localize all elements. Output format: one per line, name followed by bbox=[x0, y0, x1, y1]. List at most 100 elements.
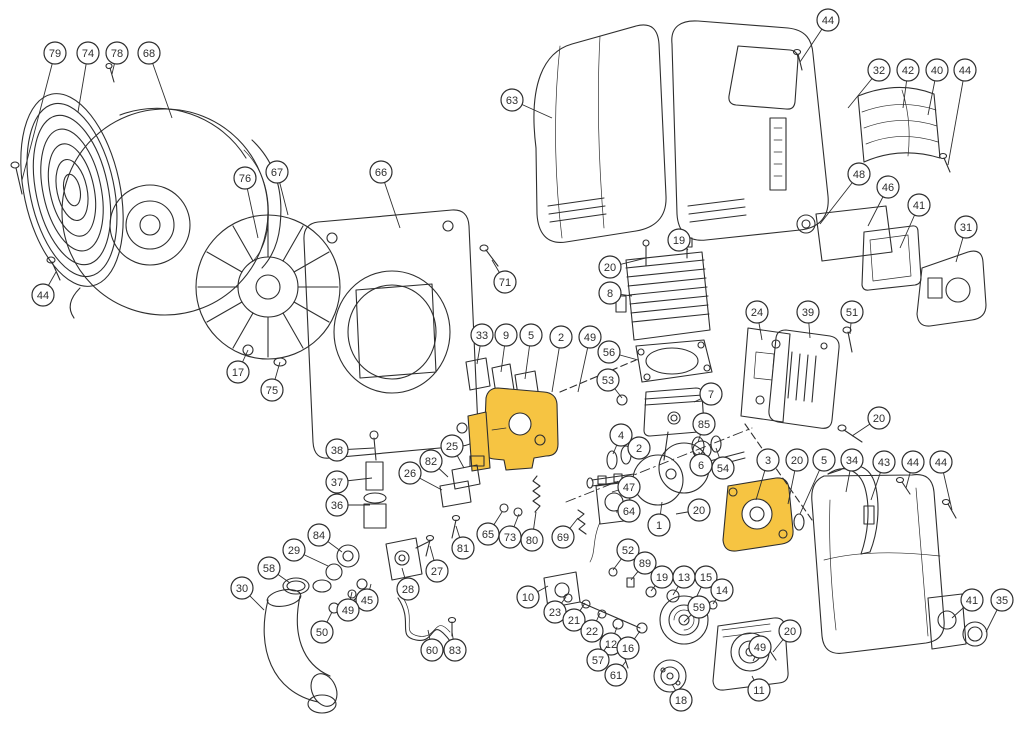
callout-7: 7 bbox=[693, 382, 723, 406]
svg-text:29: 29 bbox=[288, 545, 300, 557]
callout-74: 74 bbox=[76, 41, 100, 113]
fuel-tank bbox=[811, 474, 945, 654]
callout-63: 63 bbox=[500, 88, 553, 119]
svg-text:44: 44 bbox=[822, 15, 834, 27]
svg-text:26: 26 bbox=[404, 468, 416, 480]
callout-45: 45 bbox=[355, 583, 379, 612]
svg-text:81: 81 bbox=[457, 543, 469, 555]
svg-text:15: 15 bbox=[700, 572, 712, 584]
grille-screw bbox=[10, 161, 23, 195]
svg-text:28: 28 bbox=[402, 584, 414, 596]
callout-85: 85 bbox=[692, 412, 716, 443]
callout-1: 1 bbox=[647, 501, 671, 537]
callout-68: 68 bbox=[137, 41, 173, 119]
svg-text:73: 73 bbox=[504, 532, 516, 544]
svg-text:37: 37 bbox=[331, 477, 343, 489]
callout-27: 27 bbox=[425, 545, 449, 583]
svg-text:67: 67 bbox=[271, 167, 283, 179]
svg-text:75: 75 bbox=[266, 385, 278, 397]
callout-32: 32 bbox=[847, 58, 891, 109]
svg-text:80: 80 bbox=[526, 535, 538, 547]
airbox-parts bbox=[425, 455, 485, 557]
callout-11: 11 bbox=[747, 675, 771, 702]
svg-text:22: 22 bbox=[586, 626, 598, 638]
callout-19: 19 bbox=[650, 565, 674, 592]
svg-text:64: 64 bbox=[623, 506, 635, 518]
svg-text:83: 83 bbox=[449, 645, 461, 657]
callout-56: 56 bbox=[597, 340, 639, 364]
svg-text:63: 63 bbox=[506, 95, 518, 107]
svg-text:7: 7 bbox=[708, 389, 714, 401]
svg-text:4: 4 bbox=[618, 430, 624, 442]
svg-text:71: 71 bbox=[499, 277, 511, 289]
callout-20: 20 bbox=[675, 498, 711, 522]
svg-text:44: 44 bbox=[37, 290, 49, 302]
callout-57: 57 bbox=[586, 645, 610, 672]
svg-text:5: 5 bbox=[821, 455, 827, 467]
callout-67: 67 bbox=[265, 160, 289, 216]
callout-30: 30 bbox=[230, 576, 265, 611]
callout-33: 33 bbox=[470, 323, 494, 365]
callout-25: 25 bbox=[440, 434, 465, 469]
flywheel-fan bbox=[195, 214, 341, 360]
callout-61: 61 bbox=[604, 660, 628, 687]
callout-24: 24 bbox=[745, 300, 769, 341]
callout-42: 42 bbox=[896, 58, 920, 109]
svg-text:61: 61 bbox=[610, 670, 622, 682]
svg-text:42: 42 bbox=[902, 65, 914, 77]
svg-text:69: 69 bbox=[557, 532, 569, 544]
svg-text:48: 48 bbox=[853, 169, 865, 181]
callout-39: 39 bbox=[796, 300, 820, 339]
svg-text:52: 52 bbox=[622, 545, 634, 557]
callout-80: 80 bbox=[520, 511, 544, 552]
callout-44: 44 bbox=[31, 271, 57, 307]
throttle-body bbox=[385, 537, 433, 581]
svg-text:47: 47 bbox=[623, 482, 635, 494]
callout-36: 36 bbox=[325, 493, 370, 517]
callout-3: 3 bbox=[755, 448, 780, 501]
svg-text:38: 38 bbox=[331, 445, 343, 457]
callout-47: 47 bbox=[611, 475, 641, 499]
callout-58: 58 bbox=[257, 556, 291, 584]
callout-18: 18 bbox=[669, 683, 693, 712]
callout-49: 49 bbox=[748, 635, 772, 662]
callout-59: 59 bbox=[683, 595, 711, 623]
air-filter-element bbox=[815, 205, 893, 262]
svg-text:53: 53 bbox=[602, 375, 614, 387]
svg-text:11: 11 bbox=[753, 685, 764, 697]
callout-21: 21 bbox=[562, 602, 586, 632]
callout-50: 50 bbox=[310, 611, 334, 644]
svg-text:44: 44 bbox=[935, 457, 947, 469]
svg-text:68: 68 bbox=[143, 48, 155, 60]
callout-29: 29 bbox=[282, 538, 329, 567]
svg-text:12: 12 bbox=[605, 639, 617, 651]
svg-text:46: 46 bbox=[882, 182, 894, 194]
intake-stack bbox=[363, 430, 387, 529]
housing-screw bbox=[46, 62, 115, 281]
callout-22: 22 bbox=[580, 612, 604, 643]
callout-66: 66 bbox=[369, 160, 401, 229]
callout-65: 65 bbox=[476, 511, 503, 546]
choke-cover bbox=[916, 250, 987, 327]
callout-44: 44 bbox=[799, 8, 840, 63]
tank-bracket bbox=[927, 593, 967, 650]
carburetor-springs bbox=[499, 475, 587, 535]
svg-text:17: 17 bbox=[232, 367, 244, 379]
callout-44: 44 bbox=[947, 58, 977, 166]
svg-text:20: 20 bbox=[604, 262, 616, 274]
svg-text:56: 56 bbox=[603, 347, 615, 359]
svg-text:76: 76 bbox=[239, 173, 251, 185]
cylinder bbox=[615, 251, 711, 341]
intake-grille bbox=[20, 93, 124, 287]
svg-text:84: 84 bbox=[313, 530, 325, 542]
svg-text:20: 20 bbox=[784, 626, 796, 638]
svg-text:89: 89 bbox=[639, 558, 651, 570]
callout-2: 2 bbox=[549, 325, 573, 393]
svg-text:9: 9 bbox=[503, 330, 509, 342]
svg-text:45: 45 bbox=[361, 595, 373, 607]
callout-19: 19 bbox=[667, 228, 691, 252]
callout-81: 81 bbox=[451, 525, 475, 560]
svg-text:20: 20 bbox=[791, 455, 803, 467]
